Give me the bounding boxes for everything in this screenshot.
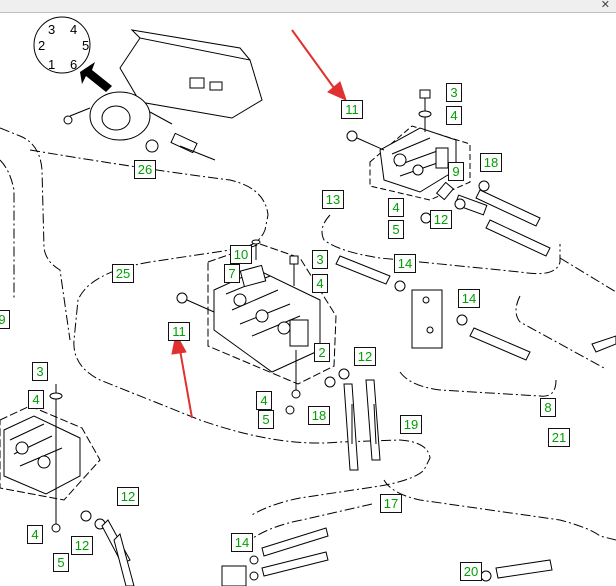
callout-12[interactable]: 12 — [430, 210, 452, 229]
close-icon[interactable]: ✕ — [600, 0, 610, 11]
callout-3[interactable]: 3 — [32, 362, 48, 381]
center-valve-block — [176, 239, 337, 415]
callout-14[interactable]: 14 — [394, 254, 416, 273]
callout-8[interactable]: 8 — [540, 398, 556, 417]
callout-13[interactable]: 13 — [322, 190, 344, 209]
callout-19[interactable]: 19 — [400, 415, 422, 434]
callout-4[interactable]: 4 — [446, 106, 462, 125]
callout-3[interactable]: 3 — [446, 83, 462, 102]
callout-12[interactable]: 12 — [71, 536, 93, 555]
callout-14[interactable]: 14 — [231, 533, 253, 552]
callout-2[interactable]: 2 — [314, 343, 330, 362]
callout-4[interactable]: 4 — [256, 391, 272, 410]
dial-number: 2 — [38, 38, 46, 53]
callout-14[interactable]: 14 — [458, 289, 480, 308]
dial-number: 6 — [70, 57, 78, 72]
callout-20[interactable]: 20 — [460, 562, 482, 581]
callout-26[interactable]: 26 — [134, 160, 156, 179]
callout-10[interactable]: 10 — [230, 245, 252, 264]
callout-4[interactable]: 4 — [312, 274, 328, 293]
callout-4[interactable]: 4 — [388, 198, 404, 217]
callout-11[interactable]: 11 — [341, 100, 363, 119]
orientation-dial-circle — [33, 16, 91, 74]
callout-18[interactable]: 18 — [308, 406, 330, 425]
callout-9[interactable]: 9 — [448, 162, 464, 181]
hub-assembly — [63, 29, 263, 161]
upper-right-parts — [346, 89, 551, 257]
callout-5[interactable]: 5 — [258, 410, 274, 429]
center-hoses — [324, 255, 616, 471]
window-top-bar: ✕ — [0, 0, 616, 13]
callout-4[interactable]: 4 — [27, 525, 43, 544]
upper-right-valve-block — [369, 125, 471, 201]
routing-lines — [0, 127, 616, 541]
callout-12[interactable]: 12 — [117, 487, 139, 506]
dial-pointer-arrow — [80, 62, 112, 92]
callout-5[interactable]: 5 — [388, 220, 404, 239]
callout-4[interactable]: 4 — [28, 390, 44, 409]
callout-12[interactable]: 12 — [354, 347, 376, 366]
callout-9-partial[interactable]: 9 — [0, 310, 10, 329]
callout-7[interactable]: 7 — [224, 264, 240, 283]
bottom-fittings — [221, 527, 553, 586]
callout-17[interactable]: 17 — [380, 494, 402, 513]
dial-number: 5 — [82, 38, 90, 53]
callout-3[interactable]: 3 — [312, 250, 328, 269]
callout-11[interactable]: 11 — [168, 322, 190, 341]
dial-number: 1 — [48, 57, 56, 72]
callout-25[interactable]: 25 — [112, 264, 134, 283]
callout-18[interactable]: 18 — [480, 153, 502, 172]
dial-number: 4 — [70, 22, 78, 37]
dial-number: 3 — [48, 22, 56, 37]
lower-left-valve-block — [0, 384, 135, 586]
callout-21[interactable]: 21 — [548, 428, 570, 447]
callout-5[interactable]: 5 — [53, 553, 69, 572]
